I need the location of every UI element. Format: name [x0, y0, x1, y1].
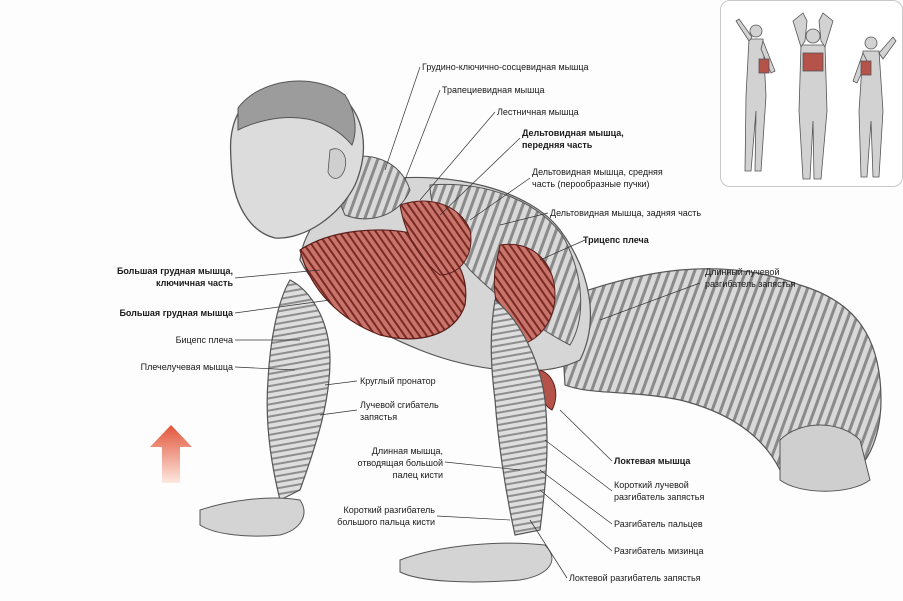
label-ext-carpi-radialis-brevis-1: Короткий лучевой — [614, 480, 689, 491]
label-trapezius: Трапециевидная мышца — [442, 85, 545, 96]
label-abductor-pollicis-3: палец кисти — [300, 470, 443, 481]
label-brachioradialis: Плечелучевая мышца — [40, 362, 233, 373]
label-pec-major: Большая грудная мышца — [40, 308, 233, 319]
label-ext-carpi-radialis-longus-1: Длинный лучевой — [705, 267, 779, 278]
inset-figure-left — [736, 19, 775, 171]
label-anconeus: Локтевая мышца — [614, 456, 690, 467]
label-flexor-carpi-radialis-1: Лучевой сгибатель — [360, 400, 439, 411]
label-anterior-deltoid-1: Дельтовидная мышца, — [522, 128, 624, 139]
label-extensor-pollicis-brevis-2: большого пальца кисти — [300, 517, 435, 528]
label-triceps: Трицепс плеча — [583, 235, 649, 246]
label-scalene: Лестничная мышца — [497, 107, 579, 118]
label-middle-deltoid-1: Дельтовидная мышца, средняя — [532, 167, 663, 178]
inset-figure-center — [793, 13, 833, 179]
label-ext-carpi-radialis-longus-2: разгибатель запястья — [705, 279, 795, 290]
upward-arrow-icon — [150, 425, 192, 483]
label-biceps: Бицепс плеча — [40, 335, 233, 346]
label-abductor-pollicis-2: отводящая большой — [300, 458, 443, 469]
inset-figures — [721, 1, 903, 188]
label-ext-carpi-radialis-brevis-2: разгибатель запястья — [614, 492, 704, 503]
inset-figure-right — [853, 37, 896, 177]
label-abductor-pollicis-1: Длинная мышца, — [300, 446, 443, 457]
label-pronator-teres: Круглый пронатор — [360, 376, 436, 387]
label-extensor-digiti-minimi: Разгибатель мизинца — [614, 546, 703, 557]
label-pec-clavicular-2: ключичная часть — [40, 278, 233, 289]
label-ext-carpi-ulnaris: Локтевой разгибатель запястья — [569, 573, 701, 584]
label-anterior-deltoid-2: передняя часть — [522, 140, 592, 151]
label-extensor-digitorum: Разгибатель пальцев — [614, 519, 703, 530]
ear — [328, 149, 346, 179]
left-hand — [200, 498, 304, 536]
label-posterior-deltoid: Дельтовидная мышца, задняя часть — [550, 208, 701, 219]
label-extensor-pollicis-brevis-1: Короткий разгибатель — [300, 505, 435, 516]
label-sternocleidomastoid: Грудино-ключично-сосцевидная мышца — [422, 62, 589, 73]
label-pec-clavicular-1: Большая грудная мышца, — [40, 266, 233, 277]
label-middle-deltoid-2: часть (перообразные пучки) — [532, 179, 650, 190]
right-hand — [400, 543, 552, 582]
label-flexor-carpi-radialis-2: запястья — [360, 412, 397, 423]
inset-panel — [720, 0, 903, 187]
